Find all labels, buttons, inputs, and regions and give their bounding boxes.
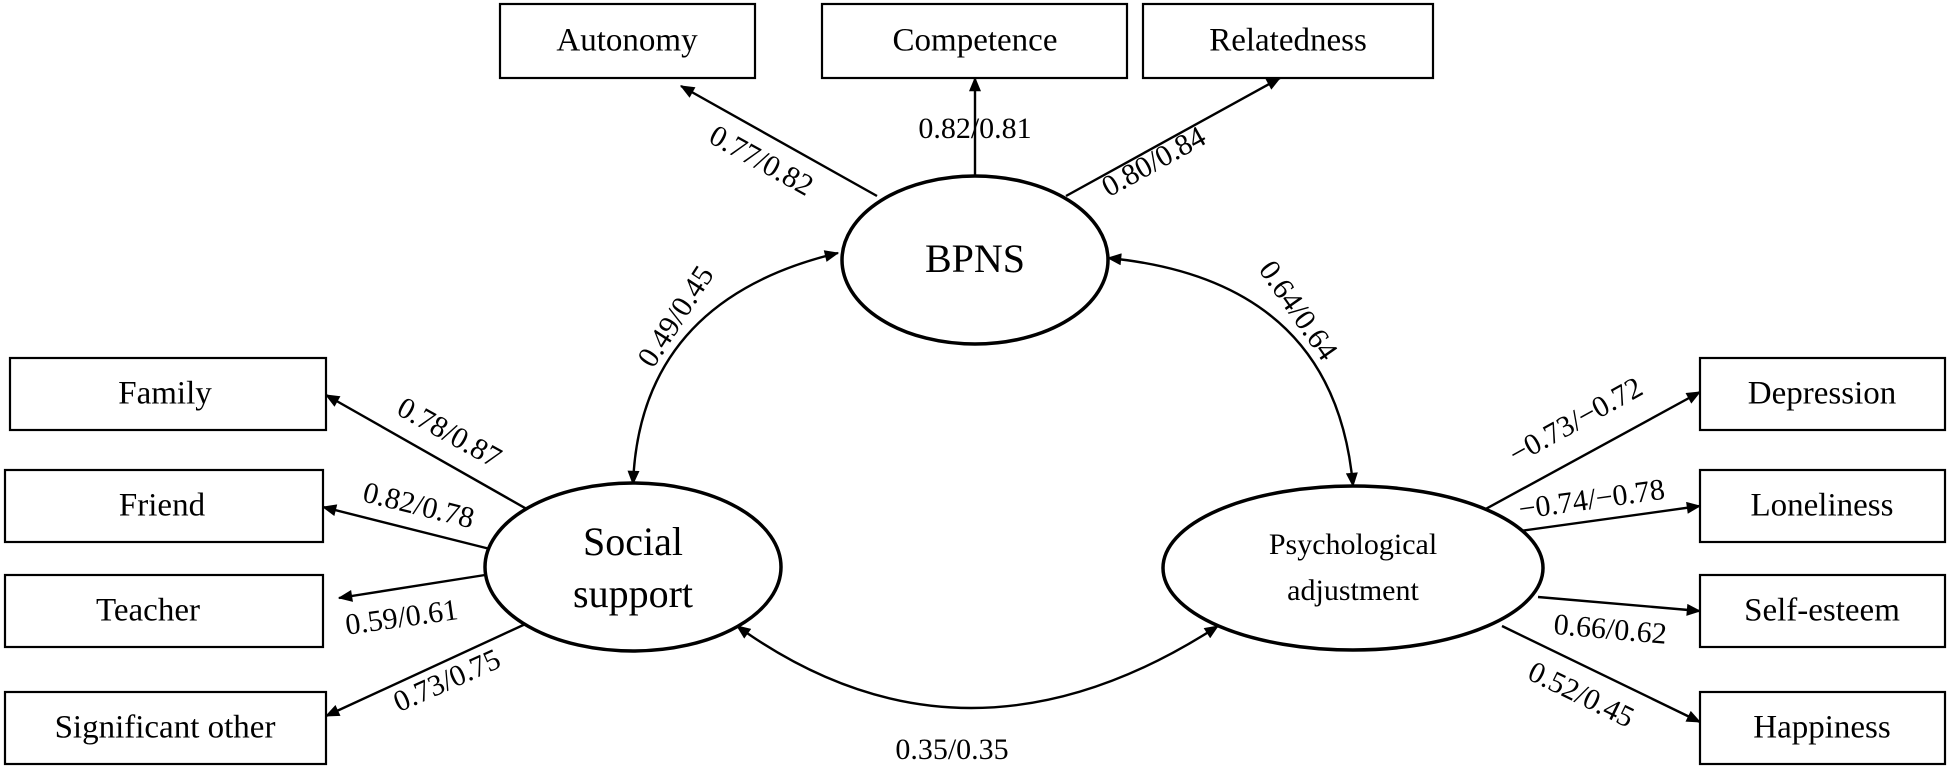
label-psych-line1: Psychological (1269, 528, 1437, 561)
box-loneliness: Loneliness (1698, 468, 1947, 544)
latent-psychological-adjustment: Psychological adjustment (1161, 484, 1545, 652)
weight-friend: 0.82/0.78 (360, 476, 478, 535)
edge-corr-bpns-social (627, 250, 840, 486)
label-teacher: Teacher (96, 593, 200, 629)
label-psych-line2: adjustment (1287, 574, 1419, 607)
weight-competence: 0.82/0.81 (918, 112, 1031, 145)
edge-social-teacher (337, 573, 486, 602)
label-social-line2: support (573, 571, 693, 616)
edge-psych-happiness (1501, 624, 1702, 724)
weight-family: 0.78/0.87 (392, 391, 507, 475)
edge-psych-loneliness (1519, 501, 1702, 533)
weight-significant-other: 0.73/0.75 (388, 642, 505, 718)
latent-bpns: BPNS (840, 174, 1110, 346)
indicator-boxes: Autonomy Competence Relatedness Family F… (3, 2, 1947, 766)
label-competence: Competence (893, 23, 1058, 59)
label-autonomy: Autonomy (556, 23, 698, 59)
edge-bpns-relatedness (1065, 76, 1282, 198)
box-depression: Depression (1698, 356, 1947, 432)
label-self-esteem: Self-esteem (1744, 593, 1900, 629)
box-self-esteem: Self-esteem (1698, 573, 1947, 649)
label-depression: Depression (1748, 376, 1896, 412)
weight-corr-social-psych: 0.35/0.35 (895, 733, 1008, 766)
label-social-line1: Social (583, 519, 683, 564)
edge-social-significant-other (324, 619, 533, 718)
box-competence: Competence (820, 2, 1129, 80)
box-happiness: Happiness (1698, 690, 1947, 766)
box-family: Family (8, 356, 328, 432)
weight-self-esteem: 0.66/0.62 (1552, 608, 1668, 651)
label-friend: Friend (119, 488, 206, 524)
edge-corr-social-psych (736, 624, 1220, 710)
edge-social-family (324, 393, 533, 514)
label-relatedness: Relatedness (1209, 23, 1367, 59)
edges (321, 76, 1702, 724)
box-autonomy: Autonomy (498, 2, 757, 80)
edge-corr-bpns-psych (1106, 253, 1358, 488)
label-significant-other: Significant other (55, 710, 276, 746)
label-loneliness: Loneliness (1751, 488, 1894, 524)
edge-psych-self-esteem (1537, 595, 1702, 616)
latent-social-support: Social support (483, 481, 783, 653)
weight-depression: −0.73/−0.72 (1503, 371, 1648, 471)
label-bpns: BPNS (925, 236, 1025, 281)
box-friend: Friend (3, 468, 325, 544)
edge-social-friend (321, 504, 491, 551)
latent-variables: BPNS Social support Psychological adjust… (483, 174, 1545, 653)
edge-bpns-autonomy (679, 84, 878, 198)
weight-teacher: 0.59/0.61 (343, 593, 460, 641)
box-significant-other: Significant other (3, 690, 328, 766)
weight-relatedness: 0.80/0.84 (1096, 120, 1211, 204)
edge-psych-depression (1481, 390, 1702, 513)
label-happiness: Happiness (1753, 710, 1890, 746)
box-relatedness: Relatedness (1141, 2, 1435, 80)
box-teacher: Teacher (3, 573, 325, 649)
label-family: Family (118, 376, 212, 412)
weight-happiness: 0.52/0.45 (1523, 655, 1639, 734)
